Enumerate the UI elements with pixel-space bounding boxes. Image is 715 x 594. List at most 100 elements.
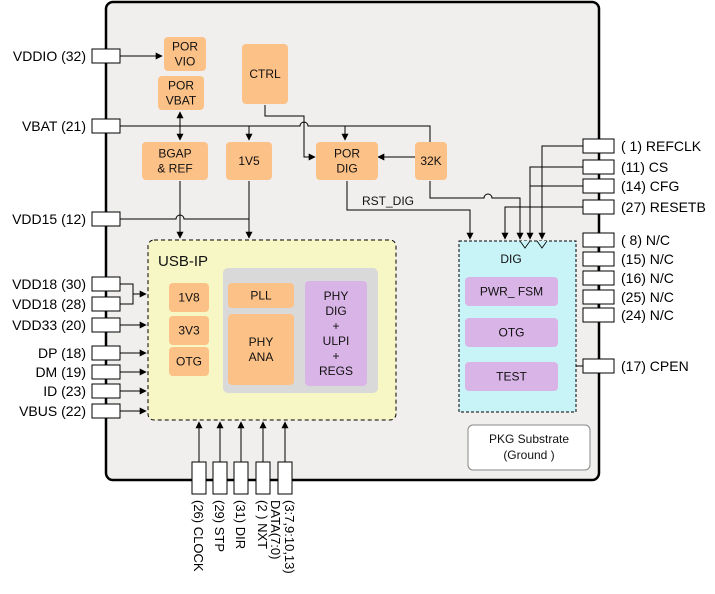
- pin-nc16: (16) N/C: [582, 270, 674, 286]
- pin-label: VDD33 (20): [12, 317, 86, 333]
- pin-label: (15) N/C: [621, 251, 674, 267]
- otg-dig-label: OTG: [499, 326, 525, 340]
- pin-pad: [233, 461, 249, 495]
- pin-nc25: (25) N/C: [582, 289, 674, 305]
- por-vio-label: VIO: [175, 55, 196, 69]
- pin-pad: [582, 270, 615, 286]
- pin-pad: [191, 461, 207, 495]
- por-vio-label: POR: [172, 40, 198, 54]
- pin-data-label: DATA(7:0): [268, 500, 283, 559]
- pin-pad: [582, 232, 615, 248]
- pin-cpen: (17) CPEN: [582, 358, 689, 374]
- pin-stp-label: (29) STP: [212, 500, 227, 552]
- pkg-ground-label: (Ground ): [503, 448, 554, 462]
- pin-pad: [91, 364, 121, 380]
- pin-pad: [91, 118, 121, 134]
- pwr-fsm-label: PWR_ FSM: [480, 285, 543, 299]
- otg-ana-label: OTG: [176, 355, 202, 369]
- pin-pad: [277, 461, 293, 495]
- pin-label: VBUS (22): [19, 403, 86, 419]
- pin-vdd18b: VDD18 (28): [12, 296, 121, 312]
- pin-pad: [91, 48, 121, 64]
- pin-label: (27) RESETB: [621, 199, 706, 215]
- pin-pad: [582, 289, 615, 305]
- bgap-block: BGAP& REF: [142, 142, 208, 180]
- pin-vdd18a: VDD18 (30): [12, 276, 121, 292]
- pin-label: (24) N/C: [621, 307, 674, 323]
- pin-nc24: (24) N/C: [582, 307, 674, 323]
- pin-label: DP (18): [38, 345, 86, 361]
- pin-pad: [91, 403, 121, 419]
- pin-nc8: ( 8) N/C: [582, 232, 670, 248]
- pin-nc15: (15) N/C: [582, 251, 674, 267]
- bottom-pins: (26) CLOCK(29) STP(31) DIR(2 ) NXTDATA(7…: [191, 461, 297, 574]
- pin-label: VDD15 (12): [12, 211, 86, 227]
- pin-label: (14) CFG: [621, 178, 679, 194]
- v3v3-block: 3V3: [169, 316, 209, 345]
- usb-ip-label: USB-IP: [158, 253, 208, 270]
- por-dig-label: POR: [334, 147, 360, 161]
- k32-label: 32K: [420, 154, 441, 168]
- pin-vdd33: VDD33 (20): [12, 317, 121, 333]
- por-vbat-label: VBAT: [166, 94, 197, 108]
- phy-dig-label: REGS: [319, 364, 353, 378]
- pin-label: (16) N/C: [621, 270, 674, 286]
- pin-label: (17) CPEN: [621, 358, 689, 374]
- pin-pad: [212, 461, 228, 495]
- phy-dig-label: +: [332, 349, 339, 363]
- pin-vdd15: VDD15 (12): [12, 211, 121, 227]
- pin-vddio: VDDIO (32): [13, 48, 121, 64]
- dig-input-marker: [519, 240, 531, 249]
- v1v8-label: 1V8: [178, 291, 200, 305]
- pin-pad: [91, 383, 121, 399]
- por-dig-label: DIG: [336, 162, 357, 176]
- pin-label: (11) CS: [621, 159, 668, 175]
- test-block: TEST: [465, 362, 558, 391]
- pwr-fsm-block: PWR_ FSM: [465, 277, 558, 306]
- v1v8-block: 1V8: [169, 283, 209, 312]
- pll-block: PLL: [228, 283, 294, 308]
- pin-pad: [91, 276, 121, 292]
- dig-label: DIG: [500, 252, 521, 266]
- pin-clock-label: (26) CLOCK: [191, 500, 206, 572]
- phy-ana-label: ANA: [249, 350, 274, 364]
- k32-block: 32K: [415, 142, 447, 180]
- ctrl-label: CTRL: [249, 67, 281, 81]
- pll-label: PLL: [250, 289, 272, 303]
- phy-dig-label: DIG: [325, 304, 346, 318]
- pin-dm: DM (19): [35, 364, 121, 380]
- pin-label: ( 8) N/C: [621, 232, 670, 248]
- pin-label: ID (23): [43, 383, 86, 399]
- v3v3-label: 3V3: [178, 324, 200, 338]
- pin-data_pins-label: (3:7,9:10,13): [282, 500, 297, 574]
- bgap-label: BGAP: [158, 147, 191, 161]
- v1v5-block: 1V5: [226, 142, 272, 180]
- pin-pad: [582, 358, 615, 374]
- pin-resetb: (27) RESETB: [582, 199, 706, 215]
- test-label: TEST: [496, 370, 527, 384]
- por-vbat-label: POR: [168, 79, 194, 93]
- pin-pad: [91, 317, 121, 333]
- pin-pad: [582, 178, 615, 194]
- right-pins: ( 1) REFCLK(11) CS(14) CFG(27) RESETB( 8…: [582, 138, 706, 374]
- pkg-substrate-label: PKG Substrate: [489, 432, 569, 446]
- pin-pad: [582, 138, 615, 154]
- phy-dig-label: ULPI: [323, 334, 350, 348]
- rst-dig-label: RST_DIG: [362, 194, 414, 208]
- pin-dir-label: (31) DIR: [233, 500, 248, 549]
- connection-wires: [120, 52, 599, 462]
- pin-label: (25) N/C: [621, 289, 674, 305]
- pin-pad: [582, 159, 615, 175]
- pin-pad: [91, 211, 121, 227]
- pin-pad: [582, 199, 615, 215]
- pin-label: VBAT (21): [22, 118, 86, 134]
- pin-cs: (11) CS: [582, 159, 668, 175]
- dig-input-marker: [536, 240, 548, 249]
- pkg-substrate-box: [467, 424, 591, 471]
